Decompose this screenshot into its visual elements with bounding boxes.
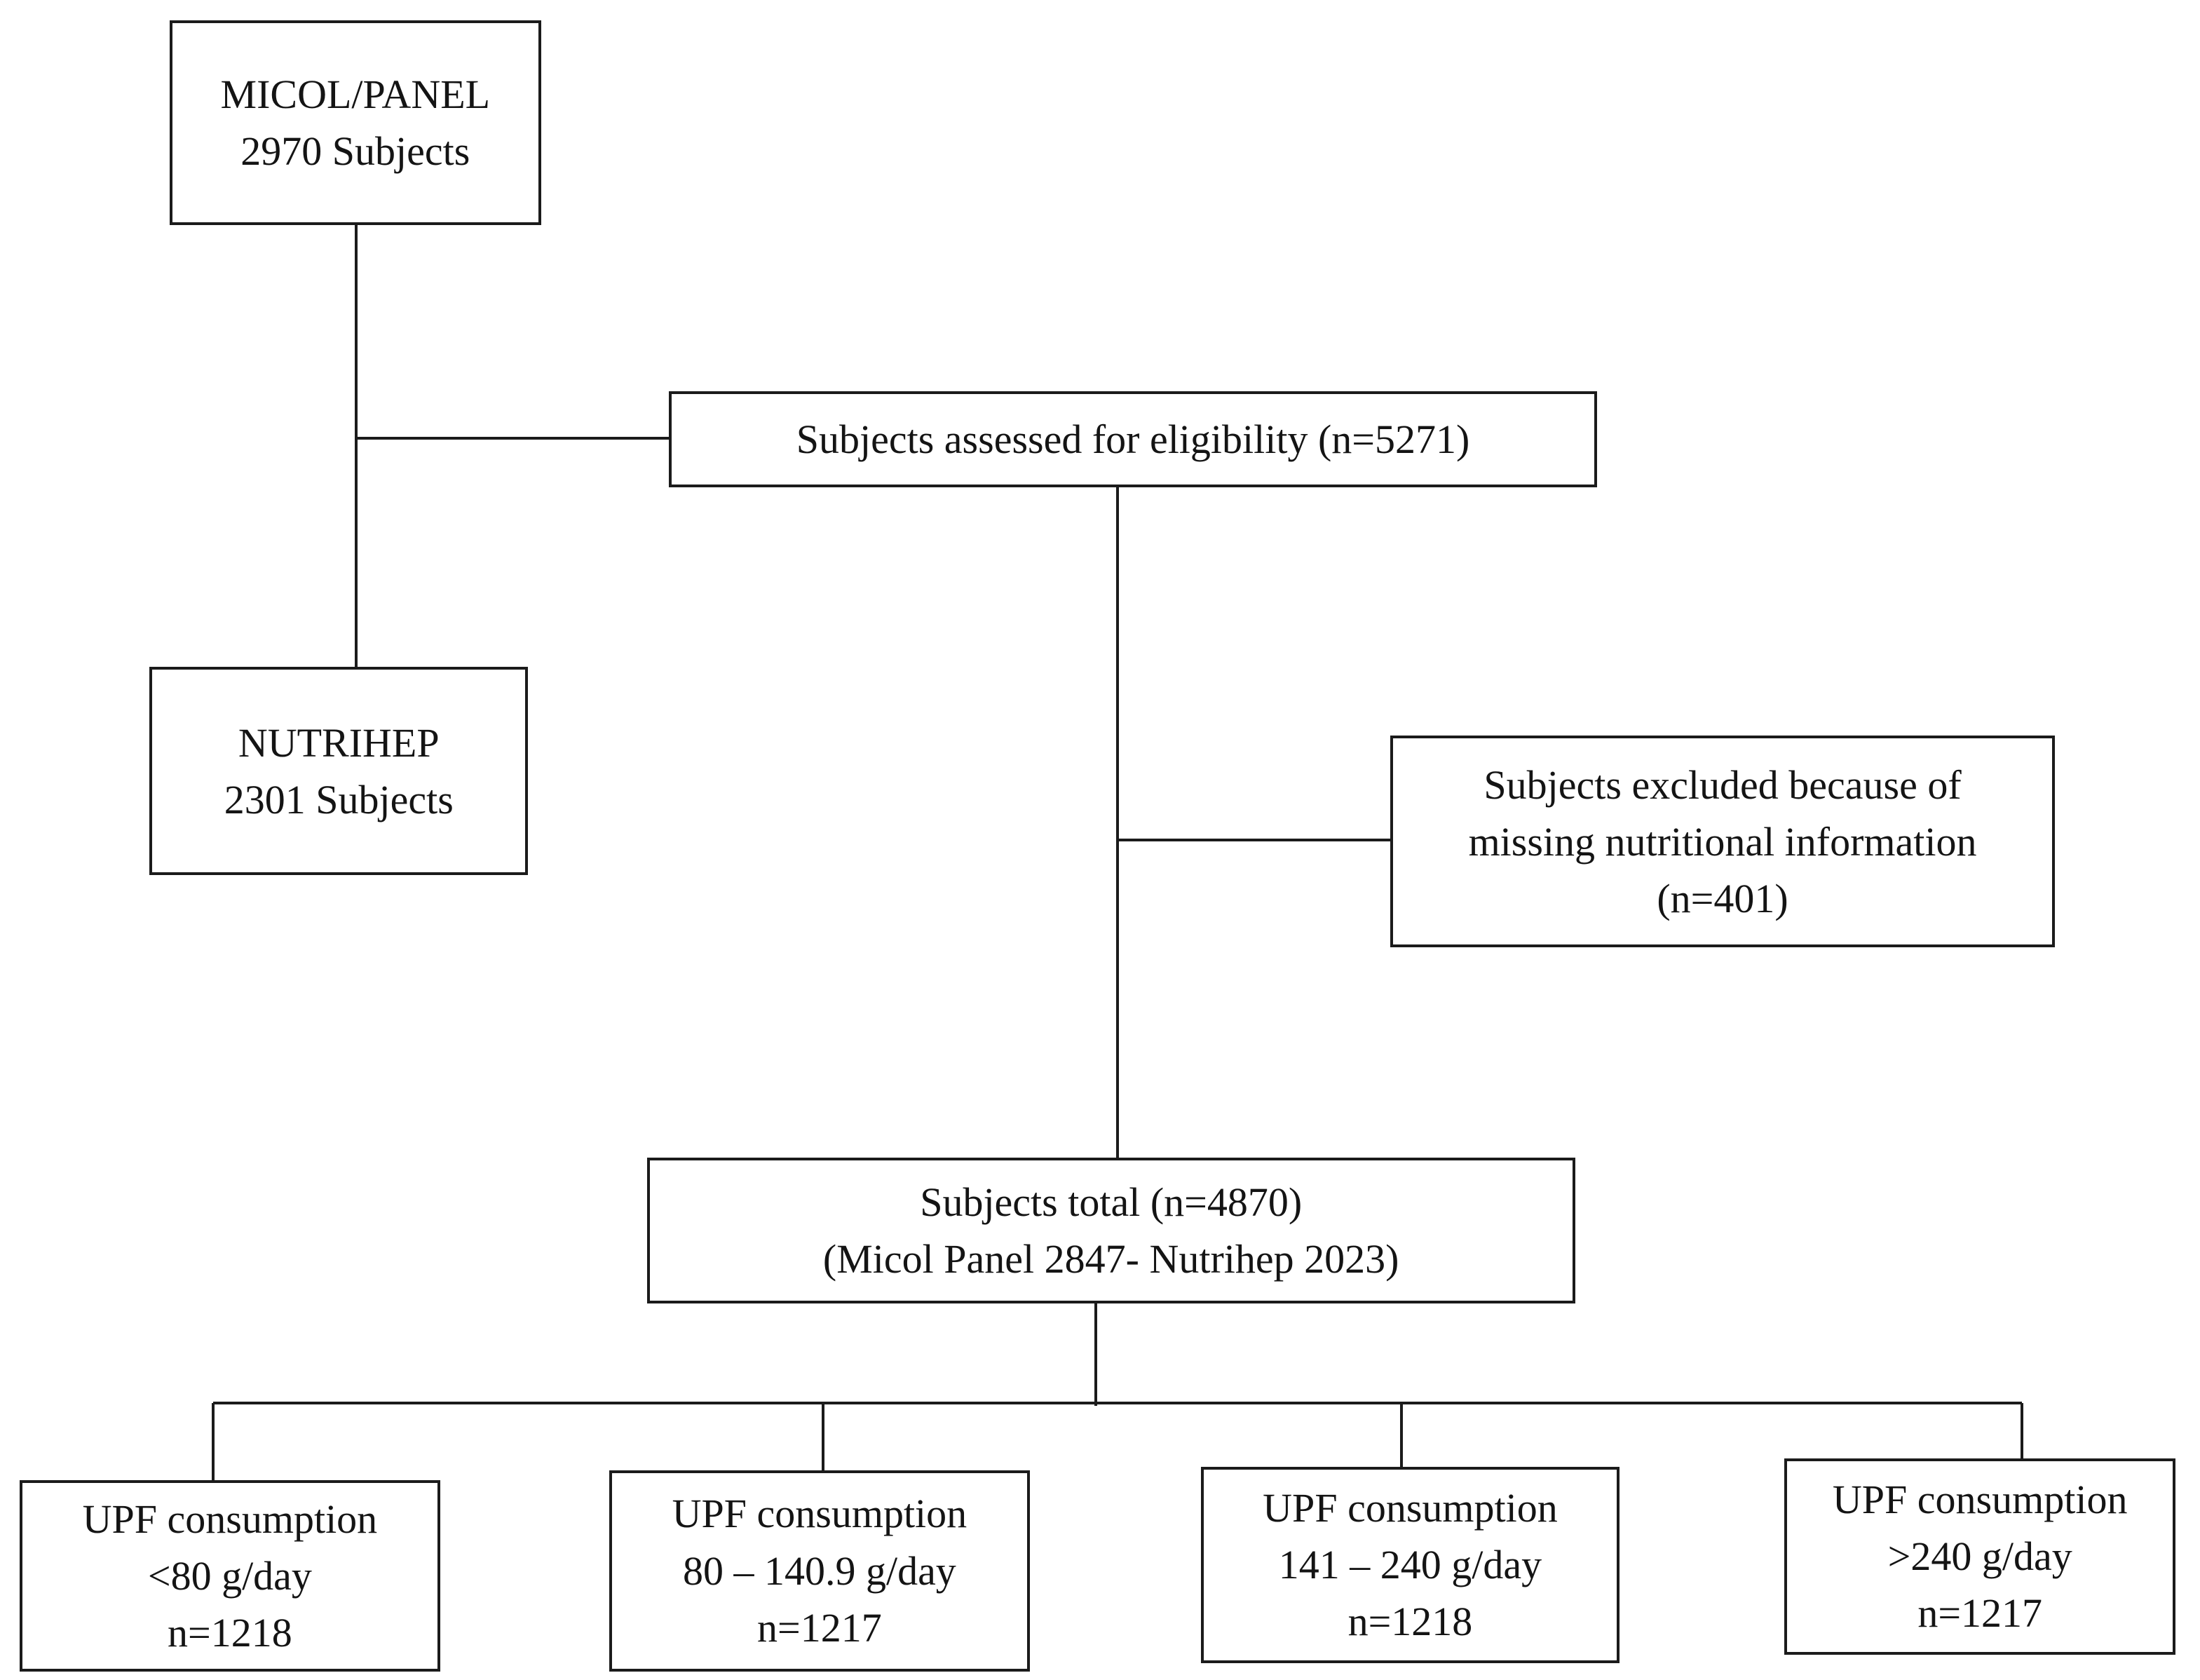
connector-drop-upf-lt80 (212, 1402, 215, 1482)
connector-drop-upf-141-240 (1399, 1402, 1403, 1469)
box-nutrihep-line2: 2301 Subjects (224, 776, 454, 822)
connector-distributor (213, 1401, 2022, 1404)
box-excluded-line3: (n=401) (1657, 875, 1788, 921)
box-upf-gt240-line2: >240 g/day (1887, 1533, 2072, 1580)
box-upf-gt240-line1: UPF consumption (1832, 1477, 2128, 1523)
box-upf-80-140-line1: UPF consumption (672, 1491, 967, 1537)
box-upf-80-140: UPF consumption 80 – 140.9 g/day n=1217 (609, 1470, 1030, 1672)
box-micol-panel-line2: 2970 Subjects (240, 128, 470, 174)
box-upf-141-240-line1: UPF consumption (1263, 1485, 1558, 1531)
connector-micol-to-nutrihep (355, 223, 358, 669)
box-excluded: Subjects excluded because of missing nut… (1390, 736, 2055, 948)
box-subjects-total-line2: (Micol Panel 2847- Nutrihep 2023) (822, 1236, 1399, 1282)
box-upf-lt80-line1: UPF consumption (82, 1496, 378, 1542)
connector-drop-upf-gt240 (2020, 1402, 2023, 1461)
box-upf-lt80: UPF consumption <80 g/day n=1218 (20, 1479, 440, 1672)
box-upf-141-240: UPF consumption 141 – 240 g/day n=1218 (1201, 1466, 1620, 1664)
box-upf-80-140-line3: n=1217 (757, 1604, 882, 1651)
connector-trunk-to-excluded (1118, 839, 1393, 841)
connector-trunk-to-eligibility (356, 437, 672, 440)
box-eligibility: Subjects assessed for eligibility (n=527… (668, 391, 1598, 487)
box-subjects-total-line1: Subjects total (n=4870) (920, 1179, 1303, 1225)
box-nutrihep-line1: NUTRIHEP (238, 719, 440, 766)
box-upf-lt80-line2: <80 g/day (147, 1552, 312, 1599)
box-excluded-line2: missing nutritional information (1468, 818, 1977, 865)
box-upf-gt240-line3: n=1217 (1917, 1590, 2043, 1637)
box-nutrihep: NUTRIHEP 2301 Subjects (149, 667, 529, 876)
box-upf-141-240-line2: 141 – 240 g/day (1278, 1542, 1542, 1588)
box-upf-80-140-line2: 80 – 140.9 g/day (682, 1547, 956, 1594)
box-micol-panel-line1: MICOL/PANEL (220, 71, 491, 117)
box-subjects-total: Subjects total (n=4870) (Micol Panel 284… (646, 1157, 1575, 1304)
connector-total-to-distributor (1094, 1301, 1097, 1407)
box-micol-panel: MICOL/PANEL 2970 Subjects (169, 20, 541, 226)
connector-eligibility-to-total (1116, 485, 1120, 1160)
box-upf-141-240-line3: n=1218 (1347, 1599, 1473, 1645)
box-excluded-line1: Subjects excluded because of (1483, 761, 1962, 808)
box-upf-gt240: UPF consumption >240 g/day n=1217 (1784, 1458, 2176, 1655)
connector-drop-upf-80-140 (821, 1402, 824, 1472)
box-upf-lt80-line3: n=1218 (168, 1610, 292, 1656)
box-eligibility-line1: Subjects assessed for eligibility (n=527… (796, 416, 1470, 462)
